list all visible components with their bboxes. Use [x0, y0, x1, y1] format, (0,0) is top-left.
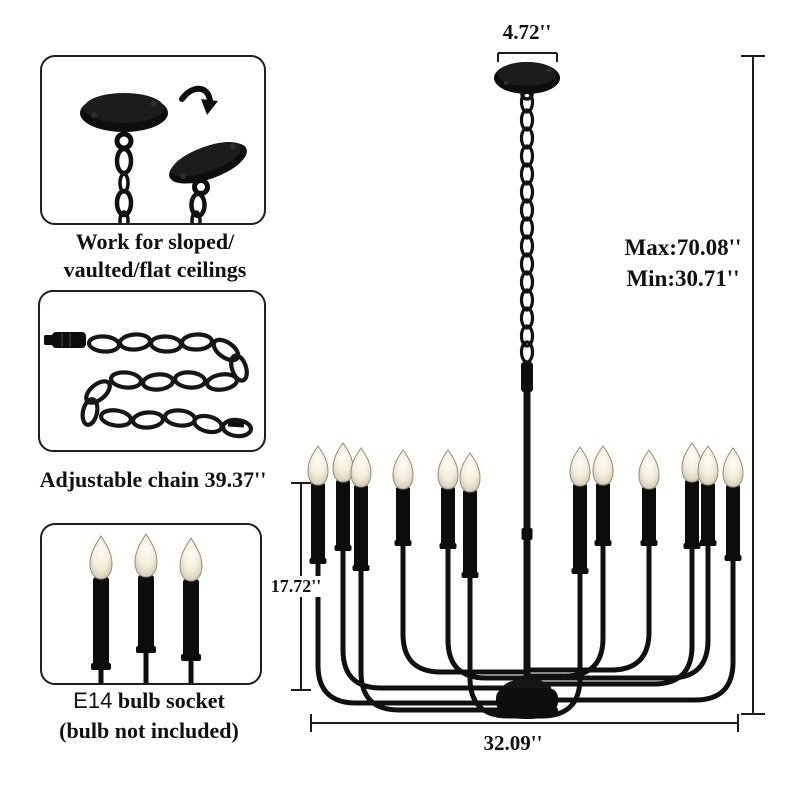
caption-chain-line1: Adjustable chain 39.37'' — [39, 467, 267, 492]
dimension-label-height-max: Max:70.08'' — [624, 235, 742, 260]
canopy-flat — [80, 93, 168, 223]
dimension-lines — [291, 52, 765, 732]
caption-socket-line1: E14 bulb socket — [16, 686, 282, 716]
caption-ceiling: Work for sloped/ vaulted/flat ceilings — [18, 228, 292, 284]
feature-box-socket — [40, 523, 262, 685]
center-rod — [521, 362, 533, 692]
feature-box-ceiling — [40, 55, 266, 225]
e14-bulb-socket-icon — [84, 531, 208, 683]
caption-chain: Adjustable chain 39.37'' — [8, 466, 298, 493]
ceiling-canopy — [494, 62, 560, 94]
caption-socket-rest: bulb socket — [112, 688, 225, 713]
socket-candles — [84, 531, 208, 683]
caption-socket-prefix: E14 — [73, 688, 113, 713]
chandelier-arms — [315, 542, 736, 719]
dimension-label-height-min: Min:30.71'' — [626, 266, 740, 291]
caption-ceiling-line2: vaulted/flat ceilings — [63, 257, 247, 282]
center-hub — [496, 677, 558, 719]
hanging-chain — [519, 87, 535, 364]
chain-plug-connector — [44, 332, 86, 348]
feature-box-chain — [38, 290, 266, 452]
sloped-ceiling-canopy-icon — [80, 85, 247, 223]
chain-quick-link-gate — [227, 421, 245, 428]
dimension-label-height: Max:70.08'' Min:30.71'' — [606, 232, 760, 294]
dimension-label-candle-height: 17.72'' — [268, 576, 324, 597]
caption-socket: E14 bulb socket (bulb not included) — [16, 686, 282, 746]
dimension-label-canopy-width: 4.72'' — [502, 20, 552, 44]
chain-links — [80, 332, 254, 439]
curved-rotation-arrow-icon — [179, 85, 218, 115]
caption-ceiling-line1: Work for sloped/ — [75, 229, 235, 254]
adjustable-chain-icon — [44, 332, 254, 439]
caption-socket-line2: (bulb not included) — [59, 718, 239, 743]
dimension-label-fixture-width: 32.09'' — [483, 731, 543, 755]
candles — [303, 440, 748, 578]
canopy-tilted — [169, 141, 247, 223]
